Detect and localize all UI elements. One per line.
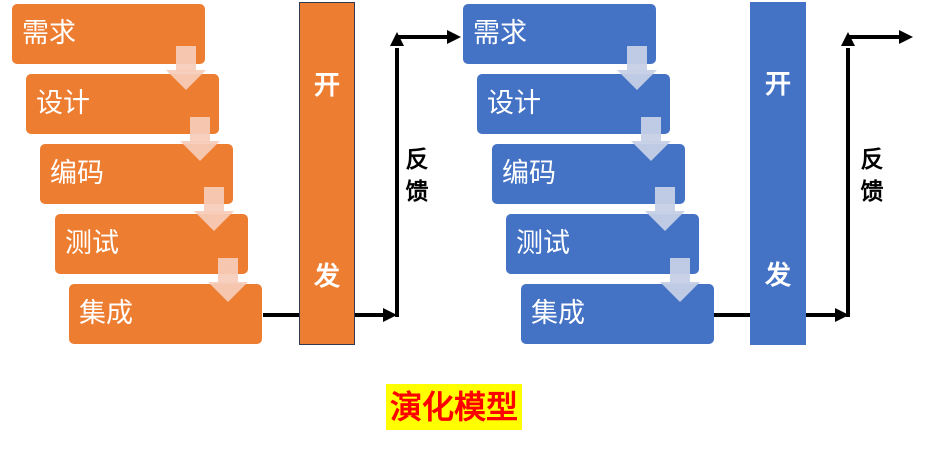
feedback-line — [397, 35, 447, 39]
arrow-right-icon — [383, 308, 397, 322]
dev-bar-char-2: 发 — [764, 261, 791, 291]
feedback-char-1: 反 — [405, 147, 429, 173]
dev-bar: 开 发 — [299, 2, 355, 345]
diagram-caption: 演化模型 — [386, 384, 523, 430]
feedback-line — [846, 48, 850, 317]
arrow-right-icon — [447, 30, 461, 44]
step-design: 设计 — [26, 74, 219, 134]
feedback-line — [395, 48, 399, 317]
arrow-right-icon — [899, 30, 913, 44]
feedback-char-1: 反 — [860, 147, 884, 173]
dev-bar-char-1: 开 — [313, 71, 340, 101]
arrow-right-icon — [835, 308, 849, 322]
step-coding: 编码 — [40, 144, 233, 204]
feedback-char-2: 馈 — [860, 179, 884, 205]
step-requirements: 需求 — [463, 4, 656, 64]
feedback-char-2: 馈 — [405, 179, 429, 205]
dev-bar-char-2: 发 — [313, 262, 340, 292]
step-requirements: 需求 — [12, 4, 205, 64]
dev-bar: 开 发 — [750, 2, 806, 345]
dev-bar-char-1: 开 — [764, 70, 791, 100]
feedback-line — [848, 35, 900, 39]
